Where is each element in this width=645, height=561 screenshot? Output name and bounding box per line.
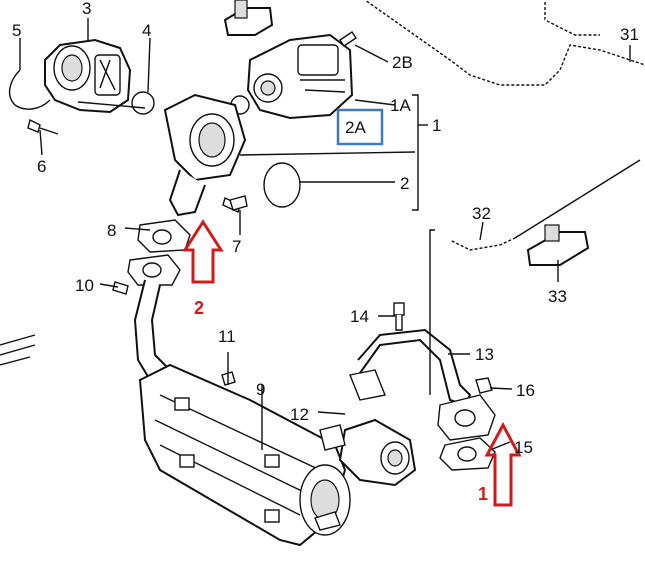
nut-16 bbox=[475, 377, 493, 394]
label-16: 16 bbox=[516, 381, 535, 400]
label-7: 7 bbox=[232, 237, 241, 256]
left-edge-rods bbox=[0, 334, 36, 366]
label-10: 10 bbox=[75, 276, 94, 295]
clamp-33 bbox=[526, 224, 590, 266]
top-bracket-part bbox=[223, 0, 274, 36]
label-8: 8 bbox=[107, 221, 116, 240]
label-12: 12 bbox=[290, 405, 309, 424]
red-arrow-1 bbox=[484, 421, 522, 507]
label-1A: 1A bbox=[390, 96, 411, 115]
cooler-outlet-part bbox=[319, 418, 417, 487]
hose-31 bbox=[363, 0, 645, 87]
label-31: 31 bbox=[620, 25, 639, 44]
label-11: 11 bbox=[218, 327, 236, 346]
label-5: 5 bbox=[12, 21, 21, 40]
egr-valve-part bbox=[230, 31, 357, 120]
label-2: 2 bbox=[400, 174, 409, 193]
label-4: 4 bbox=[142, 21, 151, 40]
red-label-1: 1 bbox=[478, 484, 488, 504]
bolt-7 bbox=[229, 195, 248, 211]
gasket-8 bbox=[137, 219, 191, 253]
bolt-14 bbox=[393, 302, 405, 331]
throttle-body-part bbox=[8, 38, 155, 135]
red-label-2: 2 bbox=[194, 298, 204, 318]
gasket-15 bbox=[439, 437, 496, 471]
label-32: 32 bbox=[472, 204, 491, 223]
label-2B: 2B bbox=[392, 53, 413, 72]
label-3: 3 bbox=[82, 0, 91, 18]
hose-32 bbox=[449, 159, 641, 252]
label-9: 9 bbox=[256, 380, 265, 399]
pipe-13 bbox=[349, 328, 496, 441]
gasket-10 bbox=[112, 254, 181, 295]
label-1: 1 bbox=[432, 116, 441, 135]
label-6: 6 bbox=[37, 157, 46, 176]
leader-lines bbox=[19, 18, 631, 451]
label-2A: 2A bbox=[345, 118, 366, 137]
red-arrow-2 bbox=[182, 219, 224, 284]
label-14: 14 bbox=[350, 307, 369, 326]
label-15: 15 bbox=[514, 438, 533, 457]
label-33: 33 bbox=[548, 287, 567, 306]
egr-cooler-part bbox=[138, 363, 351, 547]
label-13: 13 bbox=[475, 345, 494, 364]
highlight-box-2A bbox=[336, 108, 384, 146]
intake-pipe-flange bbox=[163, 93, 301, 217]
